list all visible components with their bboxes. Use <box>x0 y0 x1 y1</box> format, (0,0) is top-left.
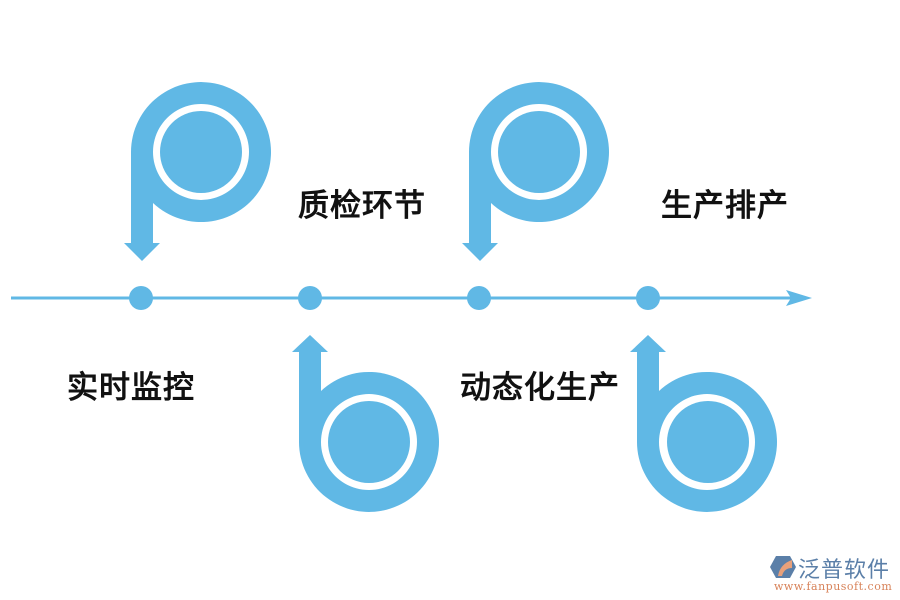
timeline-node-4 <box>636 286 660 310</box>
label-step-production-scheduling: 生产排产 <box>661 188 789 224</box>
logo-url: www.fanpusoft.com <box>774 580 893 593</box>
b-loop-icon-4 <box>630 335 777 512</box>
label-step-quality-inspection: 质检环节 <box>298 188 426 224</box>
timeline-node-3 <box>467 286 491 310</box>
timeline-node-2 <box>298 286 322 310</box>
p-loop-icon-1 <box>124 82 271 261</box>
fanpu-logo: 泛普软件 www.fanpusoft.com <box>768 552 898 594</box>
fanpu-logo-mark-icon <box>770 556 796 578</box>
label-step-realtime-monitoring: 实时监控 <box>67 370 195 406</box>
b-loop-icon-2 <box>292 335 439 512</box>
logo-brand-name: 泛普软件 <box>798 558 891 583</box>
p-loop-icon-3 <box>462 82 609 261</box>
label-step-dynamic-production: 动态化生产 <box>460 370 620 406</box>
timeline-node-1 <box>129 286 153 310</box>
axis-arrow-head-icon <box>786 290 812 306</box>
